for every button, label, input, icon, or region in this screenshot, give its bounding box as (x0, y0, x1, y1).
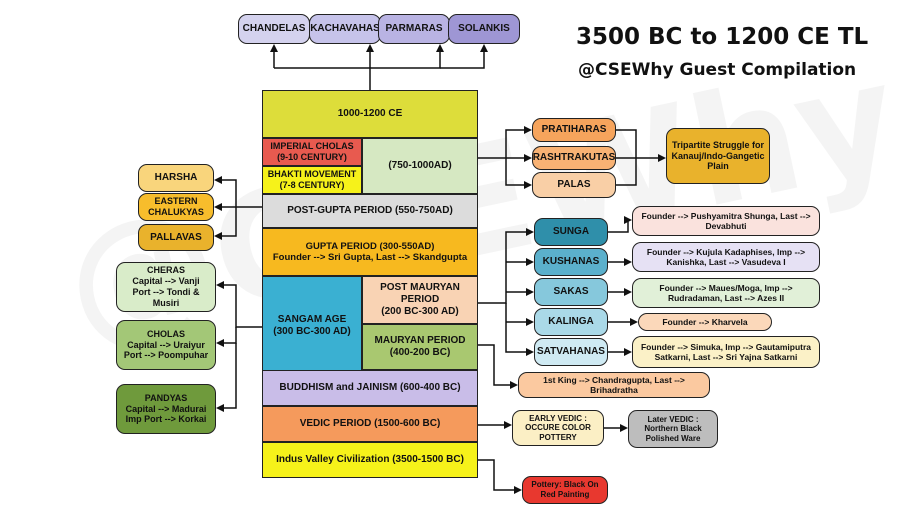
node-later-vedic: Later VEDIC : Northern Black Polished Wa… (628, 410, 718, 448)
node-sunga-detail: Founder --> Pushyamitra Shunga, Last -->… (632, 206, 820, 236)
era-vedic: VEDIC PERIOD (1500-600 BC) (262, 406, 478, 442)
node-pandyas: PANDYAS Capital --> Madurai Imp Port -->… (116, 384, 216, 434)
pandyas-title: PANDYAS (144, 392, 188, 403)
node-kalinga: KALINGA (534, 308, 608, 336)
node-mauryan-kings: 1st King --> Chandragupta, Last --> Brih… (518, 372, 710, 398)
node-rashtrakutas: RASHTRAKUTAS (532, 146, 616, 170)
node-early-vedic: EARLY VEDIC : OCCURE COLOR POTTERY (512, 410, 604, 446)
node-harsha: HARSHA (138, 164, 214, 192)
node-eastern-chalukyas: EASTERN CHALUKYAS (138, 193, 214, 221)
era-sangam-title: SANGAM AGE (277, 314, 347, 325)
era-mauryan-range: (400-200 BC) (389, 347, 451, 358)
era-1000-1200: 1000-1200 CE (262, 90, 478, 138)
era-750-1000: (750-1000AD) (362, 138, 478, 194)
era-mauryan: MAURYAN PERIOD (400-200 BC) (362, 324, 478, 370)
node-palas: PALAS (532, 172, 616, 198)
era-gupta-detail: Founder --> Sri Gupta, Last --> Skandgup… (272, 252, 468, 263)
node-sakas: SAKAS (534, 278, 608, 306)
cholas-port: Port --> Poompuhar (123, 350, 209, 361)
node-sakas-detail: Founder --> Maues/Moga, Imp --> Rudradam… (632, 278, 820, 308)
node-kalinga-detail: Founder --> Kharvela (638, 313, 772, 331)
node-sunga: SUNGA (534, 218, 608, 246)
node-parmaras: PARMARAS (378, 14, 450, 44)
node-tripartite-struggle: Tripartite Struggle for Kanauj/Indo-Gang… (666, 128, 770, 184)
era-post-gupta: POST-GUPTA PERIOD (550-750AD) (262, 194, 478, 228)
era-sangam: SANGAM AGE (300 BC-300 AD) (262, 276, 362, 376)
node-cholas: CHOLAS Capital --> Uraiyur Port --> Poom… (116, 320, 216, 370)
cheras-title: CHERAS (146, 265, 185, 276)
era-indus-valley: Indus Valley Civilization (3500-1500 BC) (262, 442, 478, 478)
node-kachavahas: KACHAVAHAS (309, 14, 381, 44)
page-subtitle: @CSEWhy Guest Compilation (578, 60, 857, 80)
cheras-capital: Capital --> Vanji (132, 276, 200, 287)
era-gupta: GUPTA PERIOD (300-550AD) Founder --> Sri… (262, 228, 478, 276)
cheras-port: Port --> Tondi & Musiri (132, 287, 200, 308)
node-imperial-cholas: IMPERIAL CHOLAS (9-10 CENTURY) (262, 138, 362, 166)
pandyas-capital: Capital --> Madurai (125, 403, 207, 414)
era-sangam-range: (300 BC-300 AD) (273, 326, 351, 337)
node-chandelas: CHANDELAS (238, 14, 310, 44)
page-title: 3500 BC to 1200 CE TL (576, 24, 869, 50)
node-pratiharas: PRATIHARAS (532, 118, 616, 142)
cholas-title: CHOLAS (147, 328, 185, 339)
node-satvahanas-detail: Founder --> Simuka, Imp --> Gautamiputra… (632, 336, 820, 368)
era-post-mauryan-title: POST MAURYAN PERIOD (380, 282, 460, 305)
node-solankis: SOLANKIS (448, 14, 520, 44)
node-cheras: CHERAS Capital --> Vanji Port --> Tondi … (116, 262, 216, 312)
era-mauryan-title: MAURYAN PERIOD (374, 335, 466, 346)
node-kushanas-detail: Founder --> Kujula Kadaphises, Imp --> K… (632, 242, 820, 272)
era-gupta-title: GUPTA PERIOD (300-550AD) (305, 240, 435, 252)
node-bhakti-movement: BHAKTI MOVEMENT (7-8 CENTURY) (262, 166, 362, 194)
pandyas-port: Imp Port --> Korkai (125, 414, 207, 425)
era-buddhism-jainism: BUDDHISM and JAINISM (600-400 BC) (262, 370, 478, 406)
node-satvahanas: SATVAHANAS (534, 338, 608, 366)
era-post-mauryan: POST MAURYAN PERIOD (200 BC-300 AD) (362, 276, 478, 324)
node-indus-pottery: Pottery: Black On Red Painting (522, 476, 608, 504)
node-pallavas: PALLAVAS (138, 224, 214, 251)
era-post-mauryan-range: (200 BC-300 AD) (381, 306, 459, 317)
cholas-capital: Capital --> Uraiyur (127, 339, 205, 350)
node-kushanas: KUSHANAS (534, 248, 608, 276)
